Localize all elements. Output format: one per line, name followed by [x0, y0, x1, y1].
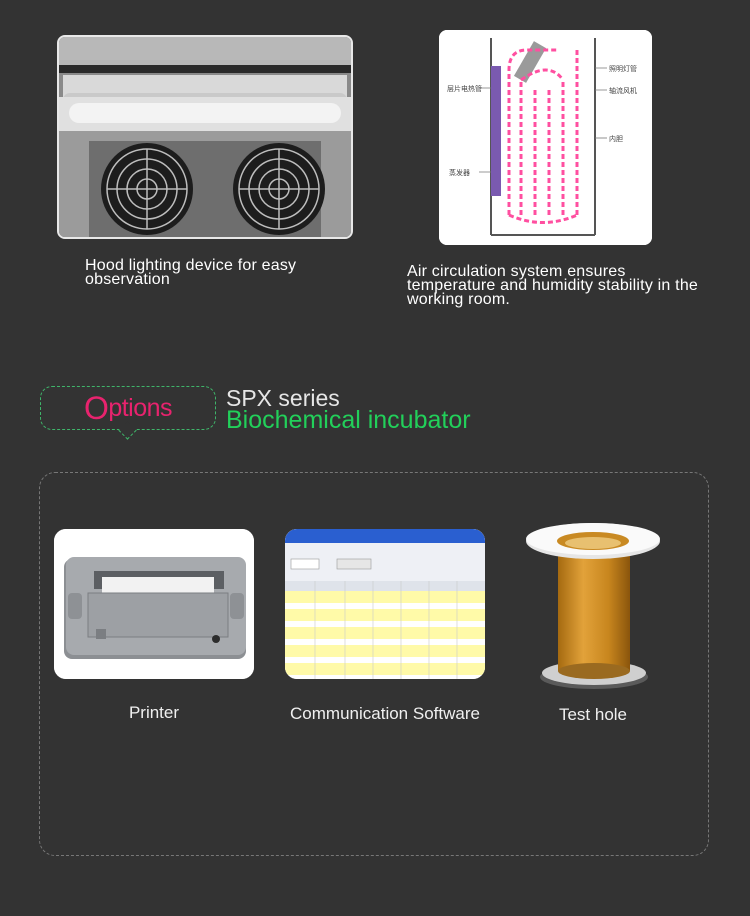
printer-image [54, 529, 254, 679]
air-circulation-caption: Air circulation system ensures temperatu… [407, 263, 699, 308]
printer-label: Printer [128, 703, 180, 722]
options-panel [39, 472, 709, 856]
communication-software-image [285, 529, 485, 679]
series-name: SPX series [226, 385, 340, 411]
hood-lighting-caption: Hood lighting device for easy observatio… [85, 257, 297, 288]
diagram-label-heater: 层片电热管 [447, 84, 482, 93]
diagram-label-evaporator: 蒸发器 [449, 168, 470, 177]
test-hole-label: Test hole [558, 705, 628, 724]
product-name: Biochemical incubator [226, 406, 471, 434]
test-hole-image [520, 515, 666, 695]
diagram-label-light-tube: 照明灯管 [609, 64, 637, 73]
communication-software-label: Communication Software [290, 704, 480, 723]
diagram-label-liner: 内胆 [609, 134, 623, 143]
diagram-label-fan: 轴流风机 [609, 86, 637, 95]
options-title-initial: O [83, 389, 109, 426]
air-circulation-diagram: 照明灯管 轴流风机 内胆 层片电热管 蒸发器 [439, 30, 652, 245]
hood-lighting-photo [57, 35, 353, 239]
options-title-rest: ptions [108, 393, 173, 422]
